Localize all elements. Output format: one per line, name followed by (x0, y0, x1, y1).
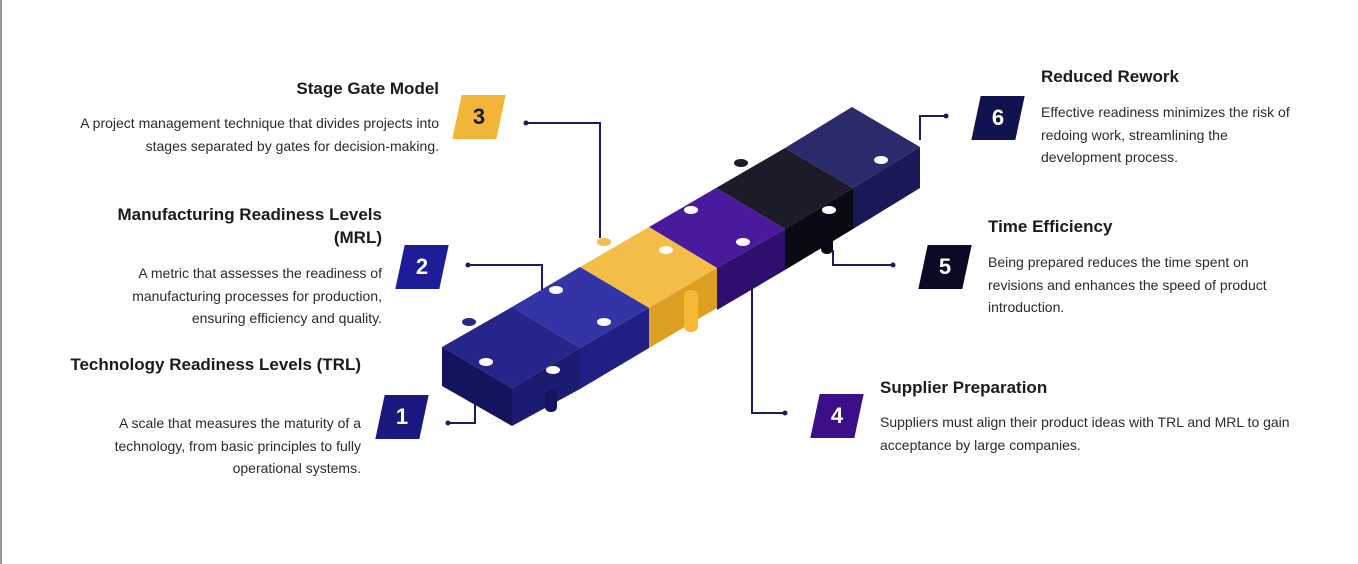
step-2-title: Manufacturing Readiness Levels (MRL) (117, 205, 382, 247)
step-4-description: Suppliers must align their product ideas… (880, 414, 1290, 453)
step-6-description: Effective readiness minimizes the risk o… (1041, 104, 1290, 165)
step-4-badge: 4 (810, 394, 864, 438)
step-6-badge: 6 (971, 96, 1025, 140)
step-3-title: Stage Gate Model (296, 79, 439, 98)
connector-dots (445, 113, 949, 426)
puzzle-piece-1 (442, 307, 580, 426)
step-1-description: A scale that measures the maturity of a … (114, 415, 361, 476)
step-3-badge: 3 (452, 95, 506, 139)
step-2-description: A metric that assesses the readiness of … (132, 265, 382, 326)
puzzle-piece-6 (785, 107, 920, 229)
step-5-number: 5 (938, 254, 952, 279)
puzzle-piece-3 (580, 227, 717, 348)
step-2-badge: 2 (395, 245, 449, 289)
step-6-number: 6 (991, 105, 1005, 130)
step-1-number: 1 (395, 404, 409, 429)
step-4-title: Supplier Preparation (880, 378, 1048, 397)
puzzle-piece-2 (512, 267, 649, 389)
connector-lines (448, 115, 946, 424)
step-1-title: Technology Readiness Levels (TRL) (70, 355, 361, 374)
step-4-number: 4 (830, 403, 844, 428)
left-border (0, 0, 2, 564)
step-3-number: 3 (472, 104, 486, 129)
step-5-badge: 5 (918, 245, 972, 289)
step-5-description: Being prepared reduces the time spent on… (988, 254, 1267, 315)
step-3-description: A project management technique that divi… (80, 115, 439, 154)
step-1-badge: 1 (375, 395, 429, 439)
step-6-title: Reduced Rework (1041, 67, 1179, 86)
step-2-number: 2 (415, 254, 429, 279)
puzzle-piece-5 (716, 148, 853, 270)
step-5-title: Time Efficiency (988, 217, 1113, 236)
